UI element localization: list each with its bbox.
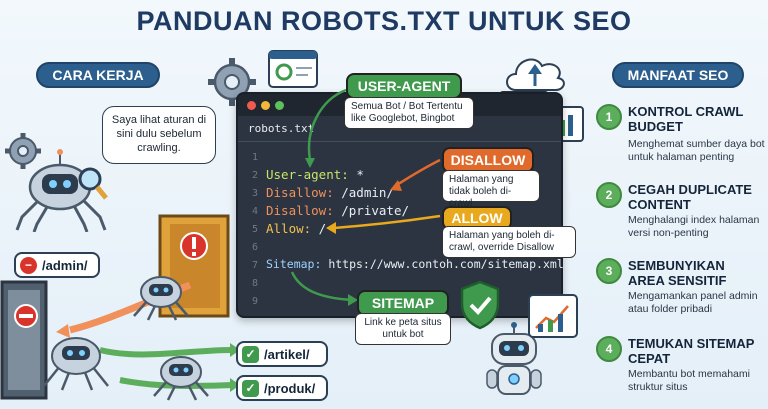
- callout-user-agent-label: USER-AGENT: [346, 73, 462, 99]
- benefit-description: Mengamankan panel admin atau folder prib…: [628, 290, 758, 315]
- robot-speech-bubble: Saya lihat aturan di sini dulu sebelum c…: [102, 106, 216, 164]
- spider-bot-icon: [43, 337, 109, 391]
- section-label-cara-kerja: CARA KERJA: [36, 62, 160, 88]
- line-number: 3: [251, 188, 258, 199]
- benefit-title: SEMBUNYIKAN AREA SENSITIF: [628, 258, 727, 288]
- check-icon: ✓: [242, 345, 259, 363]
- benefit-title: TEMUKAN SITEMAP CEPAT: [628, 336, 755, 366]
- spider-bot-icon: [153, 356, 209, 401]
- callout-allow-desc: Halaman yang boleh di-crawl, override Di…: [442, 226, 576, 258]
- shield-check-icon: [460, 280, 500, 330]
- editor-filename-tab[interactable]: robots.txt: [248, 122, 315, 135]
- window-maximize-dot[interactable]: [275, 101, 284, 110]
- callout-user-agent-desc: Semua Bot / Bot Tertentu like Googlebot,…: [344, 97, 474, 129]
- robot-icon: [486, 322, 542, 395]
- line-number: 1: [251, 152, 258, 163]
- benefit-title: CEGAH DUPLICATE CONTENT: [628, 182, 752, 212]
- benefit-number-badge: 4: [596, 336, 622, 362]
- line-number: 8: [251, 278, 258, 289]
- tab-divider: [238, 141, 561, 142]
- settings-window-icon: [268, 50, 318, 88]
- callout-disallow-label: DISALLOW: [442, 147, 534, 173]
- gear-icon: [5, 133, 41, 169]
- window-close-dot[interactable]: [247, 101, 256, 110]
- robots-txt-editor: robots.txt 1 2 3 4 5 6 7 8 9 User-agent:…: [236, 92, 564, 318]
- allowed-path-badge: ✓ /artikel/: [236, 341, 328, 367]
- line-number: 4: [251, 206, 258, 217]
- line-number: 2: [251, 170, 258, 181]
- line-number: 5: [251, 224, 258, 235]
- section-label-manfaat-seo: MANFAAT SEO: [612, 62, 744, 88]
- chart-icon: [528, 294, 578, 338]
- code-line-disallow-private: Disallow: /private/: [266, 203, 409, 218]
- check-icon: ✓: [242, 379, 259, 397]
- benefit-number-badge: 2: [596, 182, 622, 208]
- line-number: 9: [251, 296, 258, 307]
- benefit-description: Menghemat sumber daya bot untuk halaman …: [628, 138, 765, 163]
- cloud-icon: [506, 58, 565, 91]
- page-title: PANDUAN ROBOTS.TXT UNTUK SEO: [136, 6, 632, 36]
- callout-disallow-desc: Halaman yang tidak boleh di-crawl: [442, 170, 540, 209]
- line-number: 7: [251, 260, 258, 271]
- window-minimize-dot[interactable]: [261, 101, 270, 110]
- allowed-path-badge: ✓ /produk/: [236, 375, 328, 401]
- spider-bot-icon: [133, 276, 189, 321]
- spider-bot-icon: [15, 149, 107, 232]
- blocked-path-badge: − /admin/: [14, 252, 100, 278]
- code-line-disallow-admin: Disallow: /admin/: [266, 185, 394, 200]
- benefit-description: Membantu bot memahami struktur situs: [628, 368, 750, 393]
- code-line-sitemap: Sitemap: https://www.contoh.com/sitemap.…: [266, 257, 564, 271]
- magnifier-icon: [78, 167, 108, 200]
- callout-sitemap-desc: Link ke peta situs untuk bot: [355, 313, 451, 345]
- benefit-title: KONTROL CRAWL BUDGET: [628, 104, 744, 134]
- gear-icon: [208, 58, 256, 106]
- benefit-number-badge: 3: [596, 258, 622, 284]
- code-line-allow: Allow: /: [266, 221, 327, 236]
- line-number: 6: [251, 242, 258, 253]
- blocked-icon: −: [20, 256, 37, 274]
- benefit-description: Menghalangi index halaman versi non-pent…: [628, 214, 760, 239]
- benefit-number-badge: 1: [596, 104, 622, 130]
- door-icon: [0, 280, 48, 400]
- code-line-user-agent: User-agent: *: [266, 167, 364, 182]
